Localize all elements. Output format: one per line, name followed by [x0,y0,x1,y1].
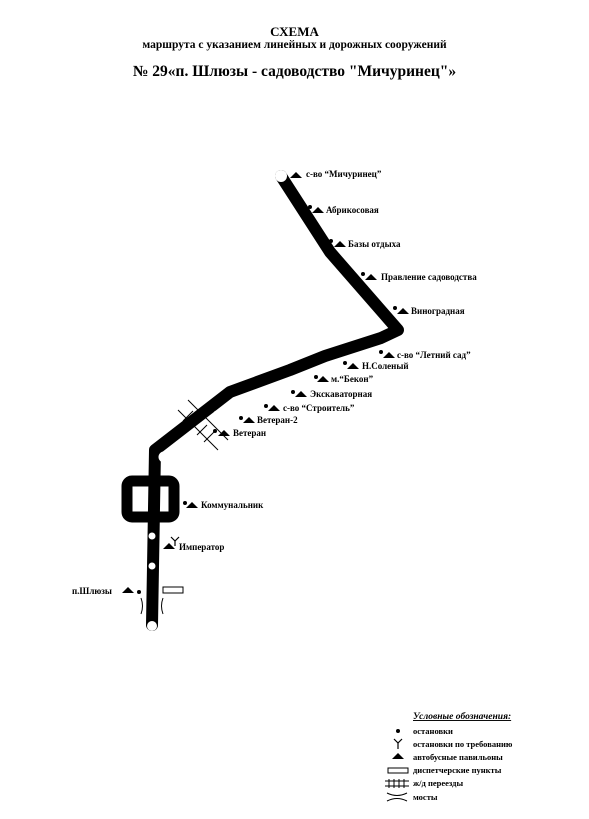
turnaround-loop [121,475,180,523]
junction-node [158,451,170,463]
bus-pavilion-icon [218,430,230,436]
stop-veteran: Ветеран [213,428,266,438]
svg-text:с-во “Мичуринец”: с-во “Мичуринец” [306,169,382,179]
bus-pavilion-icon [392,753,404,759]
stop-bekon: м.“Бекон” [314,374,374,384]
svg-text:Н.Соленый: Н.Соленый [362,361,409,371]
stop-n-soleny: Н.Соленый [343,361,409,371]
bridge-icon [140,597,164,615]
legend-item-label: остановки по требованию [413,739,513,749]
svg-text:с-во “Строитель”: с-во “Строитель” [283,403,355,413]
svg-text:с-во “Летний сад”: с-во “Летний сад” [397,350,471,360]
bus-pavilion-icon [243,417,255,423]
svg-text:п.Шлюзы: п.Шлюзы [72,586,112,596]
line-node [148,532,156,540]
svg-text:Правление садоводства: Правление садоводства [381,272,477,282]
svg-text:Ветеран-2: Ветеран-2 [257,415,298,425]
railway-crossing-icon [385,779,409,788]
stop-abrikosovaya: Абрикосовая [308,205,379,215]
dispatch-point-icon [387,767,409,774]
stop-dot-icon [264,404,268,408]
svg-text:Абрикосовая: Абрикосовая [326,205,379,215]
legend-item-label: автобусные павильоны [413,752,503,762]
stop-letniy-sad: с-во “Летний сад” [379,350,471,360]
bus-pavilion-icon [290,172,302,178]
svg-text:м.“Бекон”: м.“Бекон” [331,374,374,384]
stop-dot-icon [379,350,383,354]
scheme-subtitle: маршрута с указанием линейных и дорожных… [142,39,447,51]
dispatch-point-icon [162,586,184,594]
stop-pravlenie: Правление садоводства [361,272,477,282]
legend-item-label: мосты [413,792,438,802]
stop-dot-icon [393,306,397,310]
stop-dot-icon [137,590,141,594]
stop-bazy-otdykha: Базы отдыха [329,239,401,249]
bus-pavilion-icon [397,308,409,314]
legend-item-label: ж/д переезды [413,778,463,788]
svg-text:Базы отдыха: Базы отдыха [348,239,401,249]
stop-dot-icon [308,205,312,209]
bus-pavilion-icon [186,502,198,508]
stop-dot-icon [239,416,243,420]
bus-pavilion-icon [295,391,307,397]
svg-text:Ветеран: Ветеран [233,428,266,438]
bus-pavilion-icon [365,274,377,280]
request-stop-icon [393,738,403,749]
svg-text:Император: Император [179,542,224,552]
stop-kommunalnik: Коммунальник [183,500,264,510]
stop-dot-icon [213,429,217,433]
stop-imperator: Император [163,536,224,552]
stop-vinogradnaya: Виноградная [393,306,465,316]
stop-dot-icon [396,729,400,733]
scheme-title: СХЕМА [270,24,319,39]
route-title: № 29«п. Шлюзы - садоводство "Мичуринец"» [132,63,457,80]
legend-item-label: диспетчерские пункты [413,765,502,775]
bridge-icon [386,792,408,802]
svg-text:Коммунальник: Коммунальник [201,500,264,510]
request-stop-icon [170,536,180,546]
stop-ekskavatornaya: Экскаваторная [291,389,372,399]
terminal-node-north [275,170,287,182]
stop-stroitel: с-во “Строитель” [264,403,355,413]
bus-pavilion-icon [163,543,175,549]
bus-pavilion-icon [347,363,359,369]
bus-pavilion-icon [317,376,329,382]
legend: Условные обозначения: остановки остановк… [385,711,513,802]
bus-pavilion-icon [122,587,134,593]
stop-shlyuzy: п.Шлюзы [72,586,141,596]
terminal-node-south [147,621,157,631]
legend-item-label: остановки [413,726,453,736]
stop-dot-icon [183,501,187,505]
bus-pavilion-icon [268,405,280,411]
stop-dot-icon [343,361,347,365]
stop-dot-icon [314,375,318,379]
stop-michurinets: с-во “Мичуринец” [290,169,382,179]
route-line [146,170,404,631]
bus-pavilion-icon [312,207,324,213]
bus-pavilion-icon [334,241,346,247]
stop-dot-icon [329,239,333,243]
stop-dot-icon [291,390,295,394]
svg-text:Экскаваторная: Экскаваторная [310,389,372,399]
stop-veteran-2: Ветеран-2 [239,415,298,425]
line-node [148,562,156,570]
legend-title: Условные обозначения: [413,711,511,722]
bus-pavilion-icon [383,352,395,358]
svg-text:Виноградная: Виноградная [411,306,465,316]
stop-dot-icon [361,272,365,276]
